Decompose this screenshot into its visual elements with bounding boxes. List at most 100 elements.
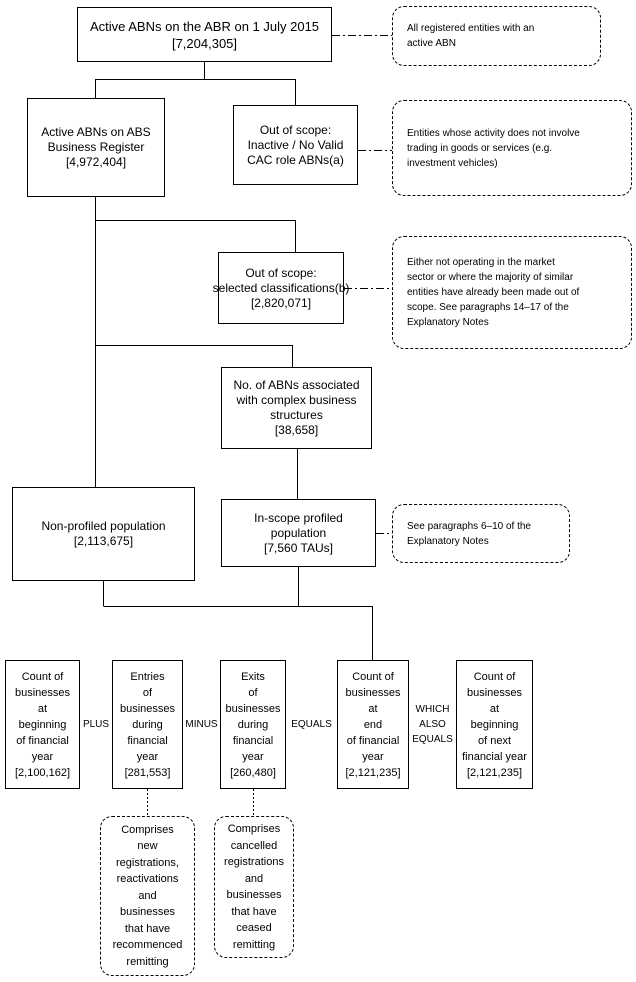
text-line: Count of: [473, 670, 516, 683]
text-line: and: [244, 872, 264, 885]
operator-minus: MINUS: [183, 717, 220, 732]
text-line: recommenced: [112, 939, 183, 952]
text-line: during: [237, 718, 269, 731]
text-line: [2,113,675]: [73, 534, 134, 548]
text-line: businesses: [226, 889, 282, 901]
text-line: In-scope profiled: [254, 510, 343, 525]
text-line: and: [138, 889, 157, 902]
text-line: registrations: [224, 856, 284, 868]
text-line: Inactive / No Valid: [247, 137, 344, 152]
text-line: financial: [232, 734, 274, 747]
note-comprises-entries: Comprises new registrations, reactivations a…: [100, 816, 195, 976]
text-line: registrations,: [116, 856, 179, 869]
text-line: Active ABNs on ABS: [41, 125, 151, 139]
text-line: with complex business: [236, 393, 357, 407]
text-line: population: [270, 525, 327, 540]
text-line: [38,658]: [274, 423, 319, 437]
text-line: [2,820,071]: [250, 295, 312, 310]
operator-plus: PLUS: [80, 717, 112, 732]
text-line: year: [31, 750, 54, 763]
text-line: Non-profiled population: [41, 519, 166, 533]
operator-equals: EQUALS: [286, 717, 337, 732]
text-line: Exits: [241, 670, 265, 683]
text-line: CAC role ABNs(a): [247, 152, 344, 167]
text-line: of financial: [16, 734, 69, 747]
text-line: ALSO: [419, 719, 446, 730]
text-line: sector or where the majority of similar: [407, 272, 574, 283]
text-line: at: [37, 702, 48, 715]
text-line: beginning: [18, 718, 67, 731]
text-line: year: [362, 750, 384, 763]
text-line: Active ABNs on the ABR on 1 July 2015: [89, 18, 320, 34]
text-line: new: [137, 840, 158, 853]
text-line: reactivations: [116, 873, 179, 886]
text-line: Explanatory Notes: [407, 317, 489, 328]
text-line: that have: [231, 905, 277, 918]
text-line: during: [132, 718, 163, 731]
text-line: PLUS: [82, 719, 110, 730]
text-line: Out of scope:: [245, 265, 317, 280]
text-line: businesses: [119, 906, 176, 919]
text-line: [7,204,305]: [171, 35, 238, 51]
text-line: trading in goods or services (e.g.: [407, 142, 553, 154]
text-line: businesses: [466, 686, 523, 699]
text-line: EQUALS: [412, 734, 453, 745]
text-line: financial year: [462, 750, 527, 763]
text-line: See paragraphs 6–10 of the: [407, 520, 531, 532]
text-line: active ABN: [407, 38, 456, 49]
text-line: WHICH: [415, 704, 450, 715]
text-line: at: [489, 702, 500, 715]
text-line: that have: [124, 922, 171, 935]
text-line: [2,100,162]: [14, 766, 71, 779]
text-line: Comprises: [121, 823, 174, 836]
text-line: remitting: [126, 955, 169, 968]
box-active-abns-abr: Active ABNs on the ABR on 1 July 2015[7,…: [77, 7, 332, 62]
text-line: beginning: [470, 718, 519, 731]
text-line: No. of ABNs associated: [233, 378, 360, 392]
text-line: businesses: [119, 702, 176, 715]
text-line: structures: [270, 408, 323, 422]
text-line: Out of scope:: [259, 122, 332, 137]
text-line: of financial: [346, 734, 400, 747]
text-line: ceased: [236, 922, 272, 934]
text-line: EQUALS: [291, 719, 332, 730]
text-line: Explanatory Notes: [407, 535, 489, 547]
text-line: Count of: [352, 670, 394, 683]
text-line: financial: [127, 734, 168, 747]
text-line: Business Register: [47, 140, 145, 154]
box-out-of-scope-selected: Out of scope:selected classifications(b)…: [213, 252, 349, 324]
text-line: remitting: [232, 938, 276, 951]
text-line: [7,560 TAUs]: [264, 540, 333, 555]
text-line: of next: [477, 734, 512, 747]
text-line: selected classifications(b): [212, 280, 350, 295]
text-line: [2,121,235]: [345, 766, 401, 779]
text-line: at: [368, 702, 378, 715]
note-either-not-operating: Either not operating in the market sector…: [392, 236, 632, 349]
note-comprises-exits: Comprises cancelled registrations and busine…: [214, 816, 294, 958]
text-line: Comprises: [227, 823, 281, 835]
text-line: [281,553]: [124, 766, 171, 779]
text-line: [2,121,235]: [466, 766, 523, 779]
text-line: end: [363, 718, 383, 731]
text-line: Count of: [21, 670, 64, 683]
text-line: scope. See paragraphs 14–17 of the: [407, 302, 569, 313]
text-line: businesses: [225, 702, 281, 715]
text-line: of: [142, 686, 153, 699]
box-non-profiled-population: Non-profiled population[2,113,675]: [12, 487, 195, 581]
text-line: of: [248, 686, 258, 699]
text-line: cancelled: [230, 839, 278, 852]
operator-which-also-equals: WHICH ALSO EQUALS: [409, 702, 456, 747]
note-activity: Entities whose activity does not involve…: [392, 100, 632, 196]
text-line: Either not operating in the market: [407, 257, 555, 268]
